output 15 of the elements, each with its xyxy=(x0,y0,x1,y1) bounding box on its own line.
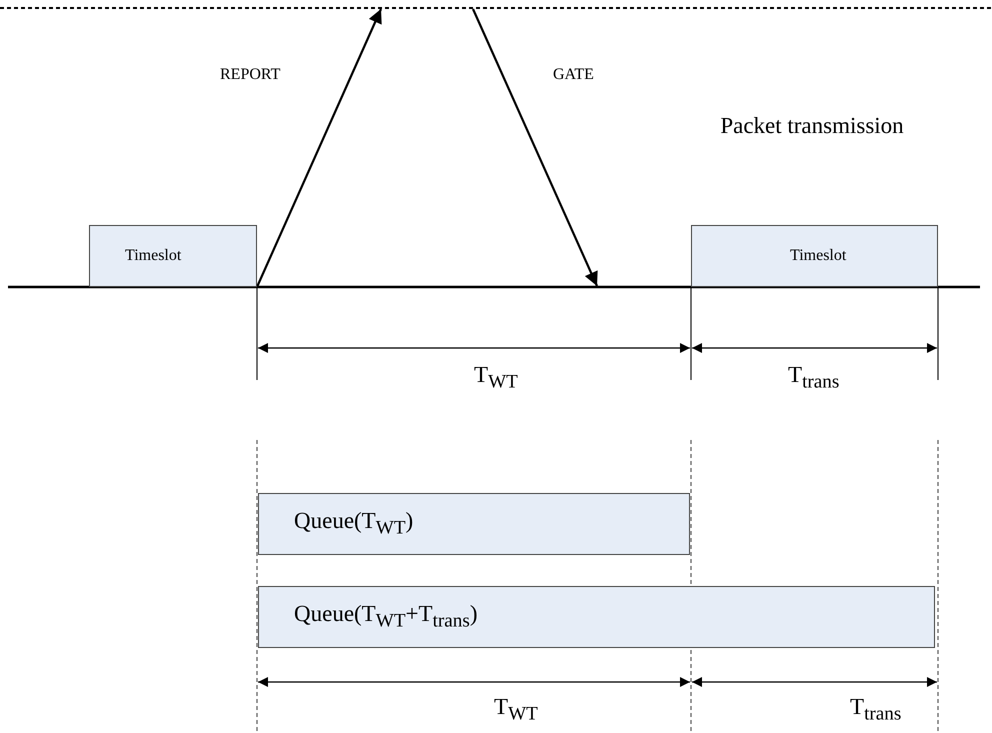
duration-label: T$_{WT}$ xyxy=(474,362,518,394)
bar-label: Queue(T$_{WT}$+T$_{trans}$) xyxy=(294,601,478,633)
message-label: GATE xyxy=(553,66,594,84)
time-bar xyxy=(89,225,257,287)
time-bar xyxy=(258,586,935,648)
duration-label: T$_{WT}$ xyxy=(494,694,538,726)
bar-label: Queue(T$_{WT}$) xyxy=(294,508,414,540)
duration-label: T$_{trans}$ xyxy=(788,362,840,394)
bar-label: Timeslot xyxy=(125,247,182,265)
time-bar xyxy=(691,225,938,287)
annotation-label: Packet transmission xyxy=(719,112,905,139)
duration-label: T$_{trans}$ xyxy=(850,694,902,726)
bar-label: Timeslot xyxy=(790,247,846,265)
message-label: REPORT xyxy=(220,66,280,84)
time-bar xyxy=(258,493,690,555)
